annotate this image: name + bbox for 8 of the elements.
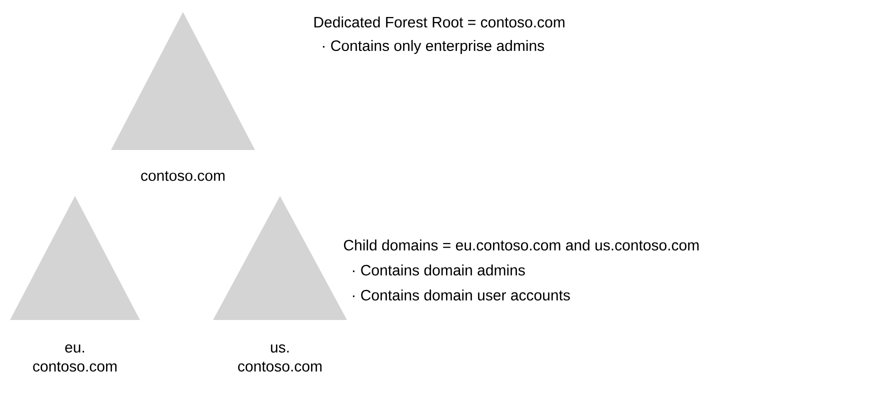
note-text: · Contains only enterprise admins <box>322 40 544 54</box>
domain-label: contoso.com <box>141 171 225 181</box>
domain-label: us. contoso.com <box>238 344 322 372</box>
domain-label: eu. contoso.com <box>33 344 117 372</box>
domain-triangle <box>111 12 255 150</box>
domain-triangle <box>10 196 140 320</box>
note-text: Dedicated Forest Root = contoso.com <box>314 16 564 28</box>
note-text: Child domains = eu.contoso.com and us.contoso.com <box>344 240 699 250</box>
